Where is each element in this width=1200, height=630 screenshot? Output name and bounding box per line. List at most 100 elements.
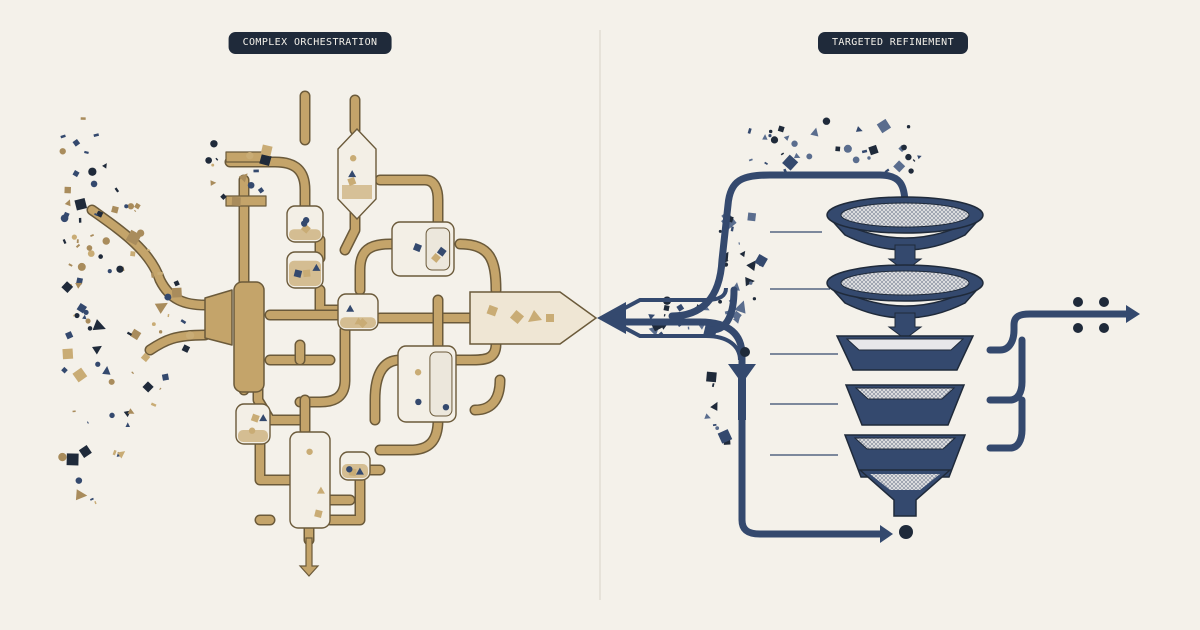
fragment [908,168,914,174]
fragment [712,423,717,427]
tray-mesh [853,437,957,450]
pipe-segment [226,158,309,219]
fragment [759,263,763,267]
fragment [648,314,656,320]
fragment [768,129,773,134]
left-bottom-arrow [298,537,320,577]
fragment [134,202,141,210]
fragment [791,140,798,147]
pipe-segment [371,356,404,424]
fragment [164,293,172,301]
fragment [85,318,91,324]
fragment [715,426,720,431]
fragment [734,300,746,314]
fragment [117,451,126,459]
fragment [90,180,98,188]
fragment [718,229,722,233]
fragment [140,352,151,363]
fragment [293,269,303,278]
arrow-heads [597,212,1140,543]
fragment [211,163,215,167]
square-sieve [844,384,966,426]
fragment [75,489,88,501]
fragment [62,239,67,244]
fragment [231,196,241,206]
fragment [906,125,911,129]
pipe-segment [416,340,500,364]
glass-vessel [337,293,379,331]
vessel-liquid [342,185,372,199]
fragment [80,117,86,120]
fragment [852,156,860,164]
fragment [912,159,916,162]
pipe-segment [88,206,209,309]
fragment [355,467,364,475]
fragment [770,136,779,144]
fragment [59,148,66,155]
fragment [142,381,154,393]
fragment [88,167,97,176]
fragment [72,367,88,383]
fragment [302,269,311,278]
sieve-mesh [840,270,970,296]
fragment [157,271,163,275]
main-tank [233,281,265,393]
fragment [75,243,81,249]
sieve-mesh [840,202,970,228]
fragment [347,176,357,186]
fragment [754,253,768,268]
fragment [431,252,441,263]
fragment [64,186,72,194]
fragment [745,277,755,287]
fragment [102,365,111,375]
fragment [171,287,182,298]
fragment [247,181,255,189]
pipe-segment [456,240,500,294]
fragment [793,152,801,159]
fragment [86,421,89,424]
navy-intake-channel [605,287,742,361]
fragment [905,153,912,161]
fragment [60,134,66,139]
label-targeted-refinement: TARGETED REFINEMENT [818,32,968,54]
pipe-segment [376,416,442,454]
fragment [810,127,819,137]
fragment [87,326,93,331]
fragment [706,371,717,383]
fragment [301,220,308,227]
fragment [717,429,733,444]
fragment [739,250,746,258]
fragment [746,260,757,272]
fragment [146,248,151,252]
fragment [130,251,136,257]
fragment [718,299,722,304]
fragment [663,304,670,312]
fragment [248,427,256,434]
left-output-cone [469,291,598,345]
fragment [414,369,422,376]
fragment [348,170,357,178]
fragment [250,413,260,423]
fragment [687,326,690,330]
fragment [220,193,227,200]
fragment [704,413,711,419]
fragment [215,157,219,161]
fragment [173,280,180,287]
pipe-flange [225,195,267,207]
fragment [752,297,757,301]
fragment [822,117,831,125]
fragment [314,509,323,518]
fragment [66,453,79,466]
fragment [855,126,863,132]
fragment [185,331,195,340]
fragment [109,412,115,419]
fragment [205,157,213,164]
fragment [246,151,254,160]
fragment [210,140,218,148]
fragment [98,254,103,259]
fragment [346,304,355,312]
fragment [82,314,87,320]
fragment [901,144,907,151]
fragment [72,314,75,317]
